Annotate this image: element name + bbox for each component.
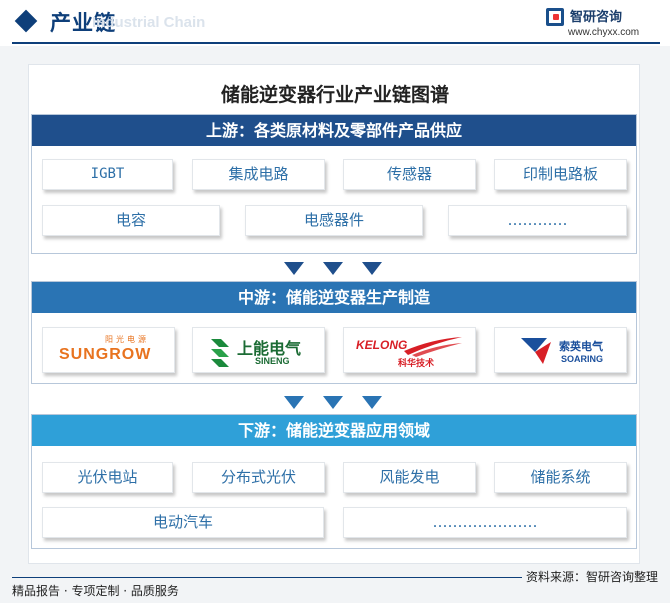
page-subtitle-watermark: Industrial Chain [92, 14, 206, 31]
kelong-sub: 科华技术 [398, 359, 435, 369]
brand-name: 智研咨询 [570, 10, 623, 25]
down-arrow-icon [284, 262, 304, 275]
sungrow-logo: 阳光电源 SUNGROW [42, 327, 175, 373]
soaring-mark-icon [521, 338, 551, 364]
header-divider [12, 42, 660, 44]
upstream-heading: 上游：各类原材料及零部件产品供应 [32, 115, 636, 146]
upstream-item: 电容 [42, 205, 220, 236]
page-header: 产业链 Industrial Chain 智研咨询 www.chyxx.com [0, 0, 670, 46]
kelong-name: KELONG [356, 338, 408, 352]
downstream-heading: 下游：储能逆变器应用领域 [32, 415, 636, 446]
down-arrow-icon [284, 396, 304, 409]
footer-slogan: 精品报告 · 专项定制 · 品质服务 [12, 584, 179, 598]
down-arrow-icon [362, 396, 382, 409]
footer-divider [12, 577, 658, 578]
downstream-item: 电动汽车 [42, 507, 324, 538]
sineng-mark-icon [211, 339, 229, 367]
sineng-name: 上能电气 [237, 339, 302, 358]
kelong-swoosh-icon [404, 337, 462, 357]
brand-mark-icon [546, 8, 564, 26]
soaring-name: 索英电气 [559, 340, 603, 353]
kelong-logo: KELONG 科华技术 [343, 327, 476, 373]
footer-source: 资料来源：智研咨询整理 [521, 568, 658, 585]
upstream-item: 传感器 [343, 159, 476, 190]
page-title: 产业链 [50, 11, 116, 35]
down-arrow-icon [323, 262, 343, 275]
sineng-logo: 上能电气 SINENG [192, 327, 325, 373]
diagram-title: 储能逆变器行业产业链图谱 [220, 84, 449, 106]
down-arrow-icon [323, 396, 343, 409]
flow-arrows [284, 262, 384, 276]
downstream-item: ………………… [343, 507, 627, 538]
soaring-logo: 索英电气 SOARING [494, 327, 627, 373]
downstream-section: 下游：储能逆变器应用领域 光伏电站 分布式光伏 风能发电 储能系统 电动汽车 …… [31, 414, 637, 549]
down-arrow-icon [362, 262, 382, 275]
upstream-item: 印制电路板 [494, 159, 627, 190]
downstream-item: 风能发电 [343, 462, 476, 493]
upstream-item: ………… [448, 205, 627, 236]
midstream-heading: 中游：储能逆变器生产制造 [32, 282, 636, 313]
downstream-item: 储能系统 [494, 462, 627, 493]
diamond-icon [14, 9, 38, 33]
sineng-sub: SINENG [255, 356, 290, 366]
sungrow-sub: 阳光电源 [105, 335, 149, 344]
upstream-item: IGBT [42, 159, 173, 190]
brand-logo: 智研咨询 www.chyxx.com [546, 6, 656, 40]
downstream-item: 光伏电站 [42, 462, 173, 493]
flow-arrows [284, 396, 384, 410]
upstream-section: 上游：各类原材料及零部件产品供应 IGBT 集成电路 传感器 印制电路板 电容 … [31, 114, 637, 254]
midstream-section: 中游：储能逆变器生产制造 阳光电源 SUNGROW 上能电气 SINENG KE… [31, 281, 637, 384]
brand-url: www.chyxx.com [568, 27, 640, 38]
soaring-sub: SOARING [561, 354, 604, 364]
upstream-item: 集成电路 [192, 159, 325, 190]
downstream-item: 分布式光伏 [192, 462, 325, 493]
upstream-item: 电感器件 [245, 205, 423, 236]
sungrow-name: SUNGROW [59, 346, 152, 363]
